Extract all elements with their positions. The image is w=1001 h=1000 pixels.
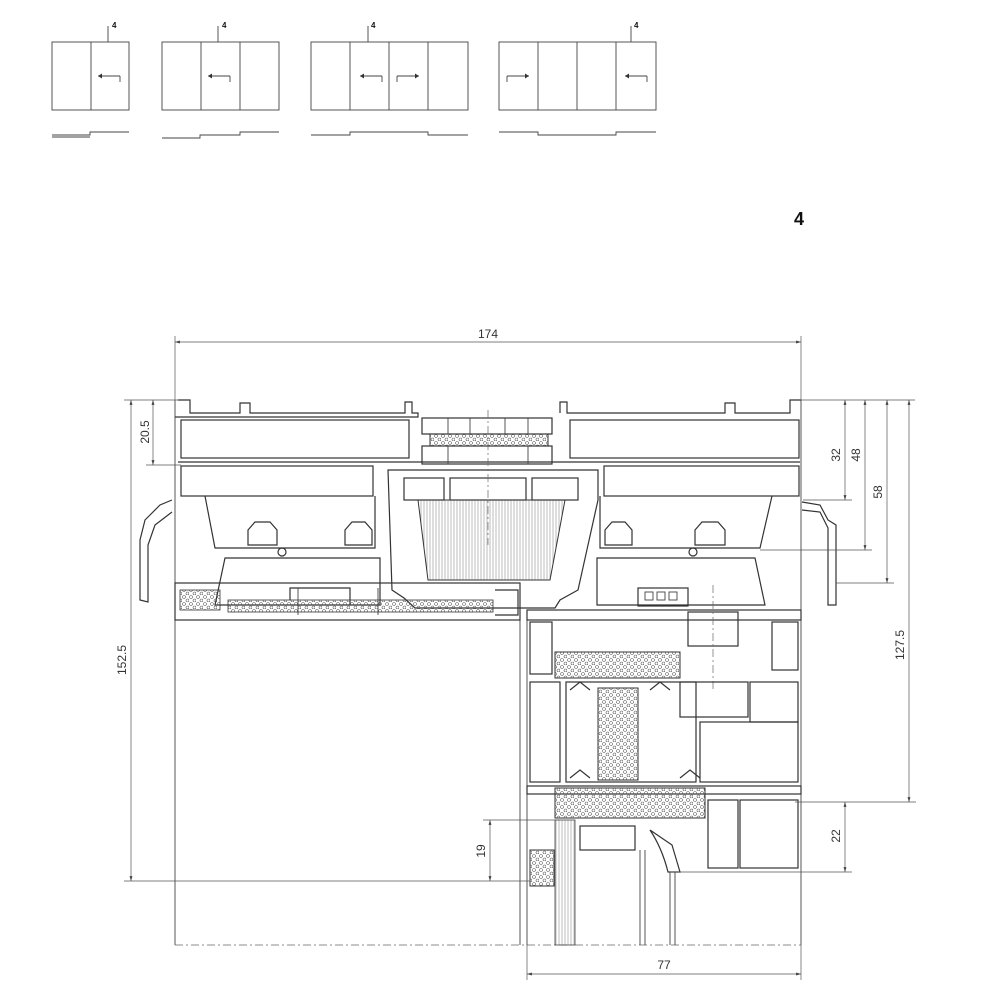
dimension-58: 58: [836, 400, 894, 584]
scheme-1: 4: [51, 21, 130, 138]
scheme-4-marker: 4: [634, 21, 639, 30]
dimension-32: 32: [801, 399, 915, 501]
dim-glazing-19: 19: [474, 844, 488, 858]
scheme-3-marker: 4: [371, 21, 376, 30]
dimension-77: 77: [526, 945, 802, 980]
dim-overall-width: 174: [478, 327, 498, 341]
dim-right-58: 58: [871, 485, 885, 499]
scheme-2-marker: 4: [222, 21, 227, 30]
left-sash: [139, 499, 521, 621]
dimension-174: 174: [174, 327, 802, 400]
scheme-1-marker: 4: [112, 21, 117, 30]
right-sash: [526, 501, 837, 946]
scheme-4: 4: [498, 21, 657, 136]
dimension-48: 48: [760, 400, 872, 551]
dim-left-height: 152.5: [115, 645, 129, 675]
dimension-152-5: 152.5: [115, 399, 530, 882]
scheme-2: 4: [161, 21, 280, 139]
dim-right-48: 48: [849, 448, 863, 462]
section-label: 4: [794, 209, 804, 229]
dimension-22: 22: [670, 802, 852, 873]
dim-sash-width: 77: [657, 958, 671, 972]
dim-right-127: 127.5: [893, 630, 907, 660]
head-profile: [175, 399, 801, 609]
dim-left-top: 20.5: [138, 420, 152, 444]
dim-right-22: 22: [829, 829, 843, 843]
scheme-3: 4: [310, 21, 469, 136]
dimension-127-5: 127.5: [795, 400, 916, 803]
frame-outline: [174, 400, 802, 946]
dim-right-32: 32: [829, 448, 843, 462]
dimension-20-5: 20.5: [138, 400, 181, 466]
dimension-19: 19: [474, 819, 560, 881]
